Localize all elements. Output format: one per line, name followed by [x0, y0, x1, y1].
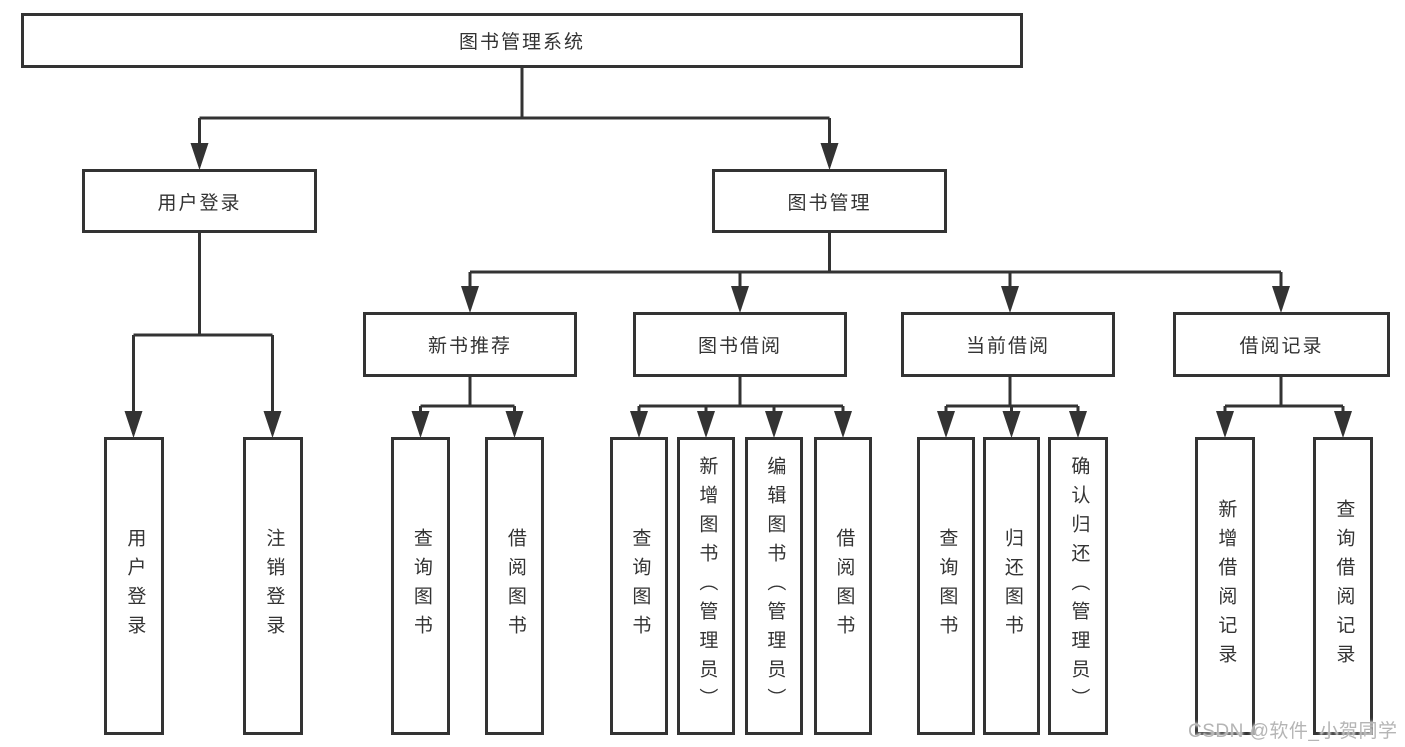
node-book-borrow: 图书借阅 — [633, 312, 847, 377]
leaf-confirm-return-admin: 确认归还（管理员） — [1048, 437, 1108, 735]
node-new-book-recommend: 新书推荐 — [363, 312, 577, 377]
leaf-label: 查询图书 — [410, 528, 432, 644]
leaf-label: 确认归还（管理员） — [1068, 455, 1090, 717]
tree-edges — [132, 68, 1345, 434]
leaf-label: 查询借阅记录 — [1333, 499, 1355, 673]
leaf-label: 用户登录 — [124, 528, 146, 644]
leaf-label: 新增图书（管理员） — [696, 455, 718, 717]
leaf-label: 借阅图书 — [504, 528, 526, 644]
node-borrow-records: 借阅记录 — [1173, 312, 1390, 377]
leaf-query-borrow-record: 查询借阅记录 — [1313, 437, 1373, 735]
leaf-user-login: 用户登录 — [104, 437, 164, 735]
node-current-borrow: 当前借阅 — [901, 312, 1115, 377]
node-label: 用户登录 — [157, 192, 242, 214]
leaf-label: 编辑图书（管理员） — [764, 455, 786, 717]
leaf-logout: 注销登录 — [243, 437, 303, 735]
leaf-label: 借阅图书 — [833, 528, 855, 644]
node-user-login: 用户登录 — [82, 169, 317, 233]
node-label: 借阅记录 — [1239, 336, 1324, 357]
node-book-management: 图书管理 — [712, 169, 947, 233]
leaf-edit-books-admin: 编辑图书（管理员） — [745, 437, 803, 735]
leaf-label: 查询图书 — [629, 528, 651, 644]
node-label: 图书管理 — [787, 192, 872, 214]
leaf-return-books: 归还图书 — [983, 437, 1040, 735]
leaf-query-books-recommend: 查询图书 — [391, 437, 450, 735]
csdn-watermark: CSDN @软件_小贺同学 — [1188, 721, 1398, 742]
leaf-label: 注销登录 — [263, 528, 285, 644]
leaf-add-borrow-record: 新增借阅记录 — [1195, 437, 1255, 735]
node-label: 当前借阅 — [965, 336, 1050, 357]
leaf-borrow-books: 借阅图书 — [814, 437, 872, 735]
leaf-label: 新增借阅记录 — [1215, 499, 1237, 673]
leaf-query-books-borrow: 查询图书 — [610, 437, 668, 735]
arrowheads — [124, 143, 1352, 438]
leaf-query-books-current: 查询图书 — [917, 437, 975, 735]
node-label: 新书推荐 — [427, 336, 512, 357]
node-label: 图书管理系统 — [458, 32, 585, 53]
leaf-add-books-admin: 新增图书（管理员） — [677, 437, 735, 735]
leaf-label: 查询图书 — [936, 528, 958, 644]
leaf-label: 归还图书 — [1001, 528, 1023, 644]
leaf-borrow-books-recommend: 借阅图书 — [485, 437, 544, 735]
node-label: 图书借阅 — [697, 336, 782, 357]
node-library-system: 图书管理系统 — [21, 13, 1023, 68]
